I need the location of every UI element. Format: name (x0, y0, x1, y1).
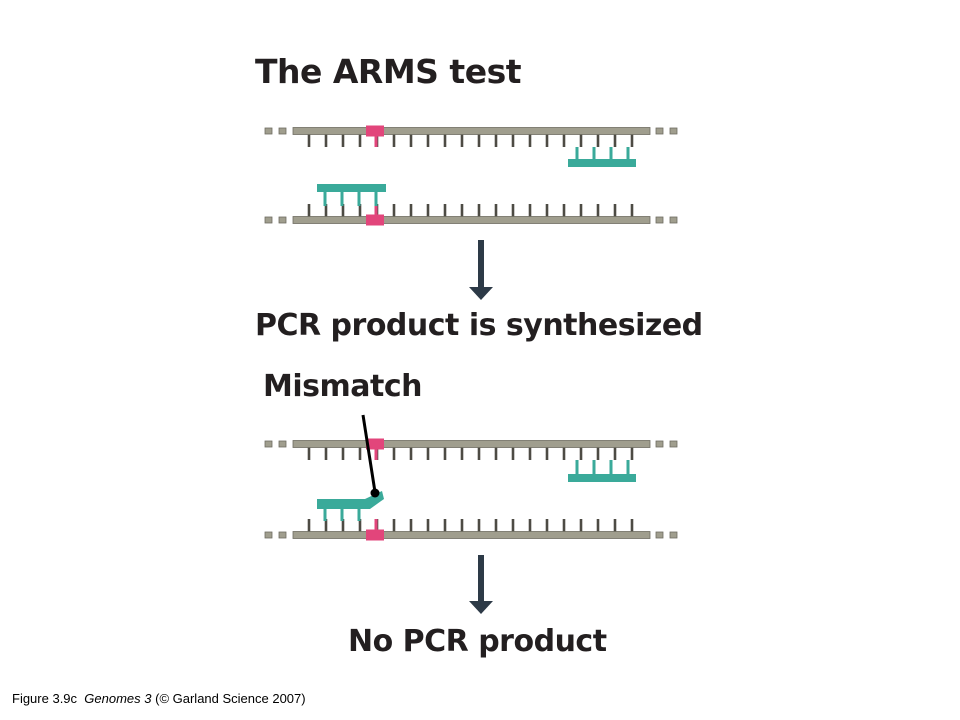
primer-bar (317, 491, 384, 509)
dna-strand-top (264, 438, 678, 460)
forward-primer-matched (317, 184, 386, 206)
page-title: The ARMS test (255, 52, 522, 91)
result-match-label: PCR product is synthesized (255, 308, 703, 343)
arrow-head (469, 287, 493, 300)
strand-end-dash (278, 216, 287, 224)
strand-end-dash (655, 127, 664, 135)
strand-end-dash (264, 127, 273, 135)
primer-bar (317, 184, 386, 192)
strand-backbone (292, 216, 651, 224)
strand-end-dash (278, 531, 287, 539)
mismatch-label: Mismatch (263, 369, 422, 404)
strand-end-dash (669, 440, 678, 448)
panel-mismatch (264, 414, 678, 614)
strand-end-dash (278, 127, 287, 135)
strand-end-dash (264, 531, 273, 539)
result-mismatch-label: No PCR product (348, 624, 607, 659)
target-nucleotide (366, 529, 384, 541)
down-arrow (469, 555, 493, 614)
target-nucleotide (366, 214, 384, 226)
strand-end-dash (278, 440, 287, 448)
figure-caption: Figure 3.9c Genomes 3 (© Garland Science… (12, 691, 306, 706)
forward-primer-mismatched (317, 491, 384, 521)
target-nucleotide (366, 125, 384, 137)
arrow-head (469, 601, 493, 614)
target-nucleotide (366, 438, 384, 450)
dna-strand-bottom (264, 204, 678, 226)
strand-end-dash (655, 531, 664, 539)
primer-bar (568, 474, 636, 482)
pointer-line (361, 414, 377, 493)
dna-strand-top (264, 125, 678, 147)
strand-end-dash (655, 440, 664, 448)
reverse-primer (568, 460, 636, 482)
reverse-primer (568, 147, 636, 167)
strand-end-dash (669, 216, 678, 224)
mismatch-pointer-line (361, 414, 380, 498)
panel-match (264, 125, 678, 300)
strand-backbone (292, 531, 651, 539)
caption-suffix: (© Garland Science 2007) (155, 691, 306, 706)
strand-end-dash (669, 127, 678, 135)
arrow-shaft (478, 240, 484, 289)
primer-bar (568, 159, 636, 167)
strand-backbone (292, 127, 651, 135)
strand-end-dash (264, 440, 273, 448)
strand-end-dash (655, 216, 664, 224)
arrow-shaft (478, 555, 484, 603)
dna-strand-bottom (264, 519, 678, 541)
pointer-dot (370, 488, 380, 498)
strand-backbone (292, 440, 651, 448)
strand-end-dash (669, 531, 678, 539)
caption-book: Genomes 3 (84, 691, 152, 706)
strand-end-dash (264, 216, 273, 224)
caption-prefix: Figure 3.9c (12, 691, 78, 706)
down-arrow (469, 240, 493, 300)
